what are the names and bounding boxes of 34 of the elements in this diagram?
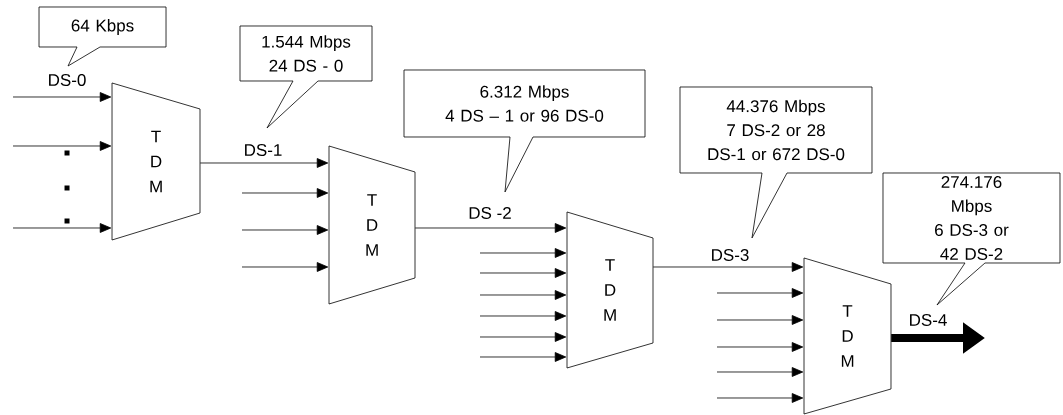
arrow [479,290,567,300]
callout-bubble: 6.312 Mbps 4 DS – 1 or 96 DS-0 [403,69,646,193]
arrow [479,311,567,321]
arrow [199,158,329,168]
edge-label: DS-0 [46,73,88,87]
arrow [716,342,804,352]
callout-bubble: 1.544 Mbps 24 DS - 0 [239,25,373,129]
arrow [241,188,329,198]
arrow [414,223,567,233]
callout-bubble: 64 Kbps [38,6,167,67]
arrow [241,262,329,272]
arrow [716,288,804,298]
edge-label: DS -2 [467,206,513,220]
multiplexer-trapezoid: T D M [111,82,201,241]
multiplexer-trapezoid: T D M [328,145,416,305]
arrow [479,352,567,362]
arrow [652,262,804,272]
arrow [479,248,567,258]
arrow [241,225,329,235]
callout-bubble: 274.176 Mbps 6 DS-3 or 42 DS-2 [882,172,1061,306]
arrow [12,223,112,233]
edge-label: DS-4 [907,312,949,327]
edge-label: DS-1 [242,143,284,157]
edge-label: DS-3 [709,248,751,262]
callout-bubble: 44.376 Mbps 7 DS-2 or 28 DS-1 or 672 DS-0 [679,86,873,239]
arrow [716,315,804,325]
multiplexer-trapezoid: T D M [566,211,654,369]
arrow [479,332,567,342]
multiplexer-trapezoid: T D M [803,257,892,415]
arrow [716,393,804,403]
arrow [479,268,567,278]
arrow [12,92,112,102]
arrow [12,141,112,151]
arrow [716,367,804,377]
